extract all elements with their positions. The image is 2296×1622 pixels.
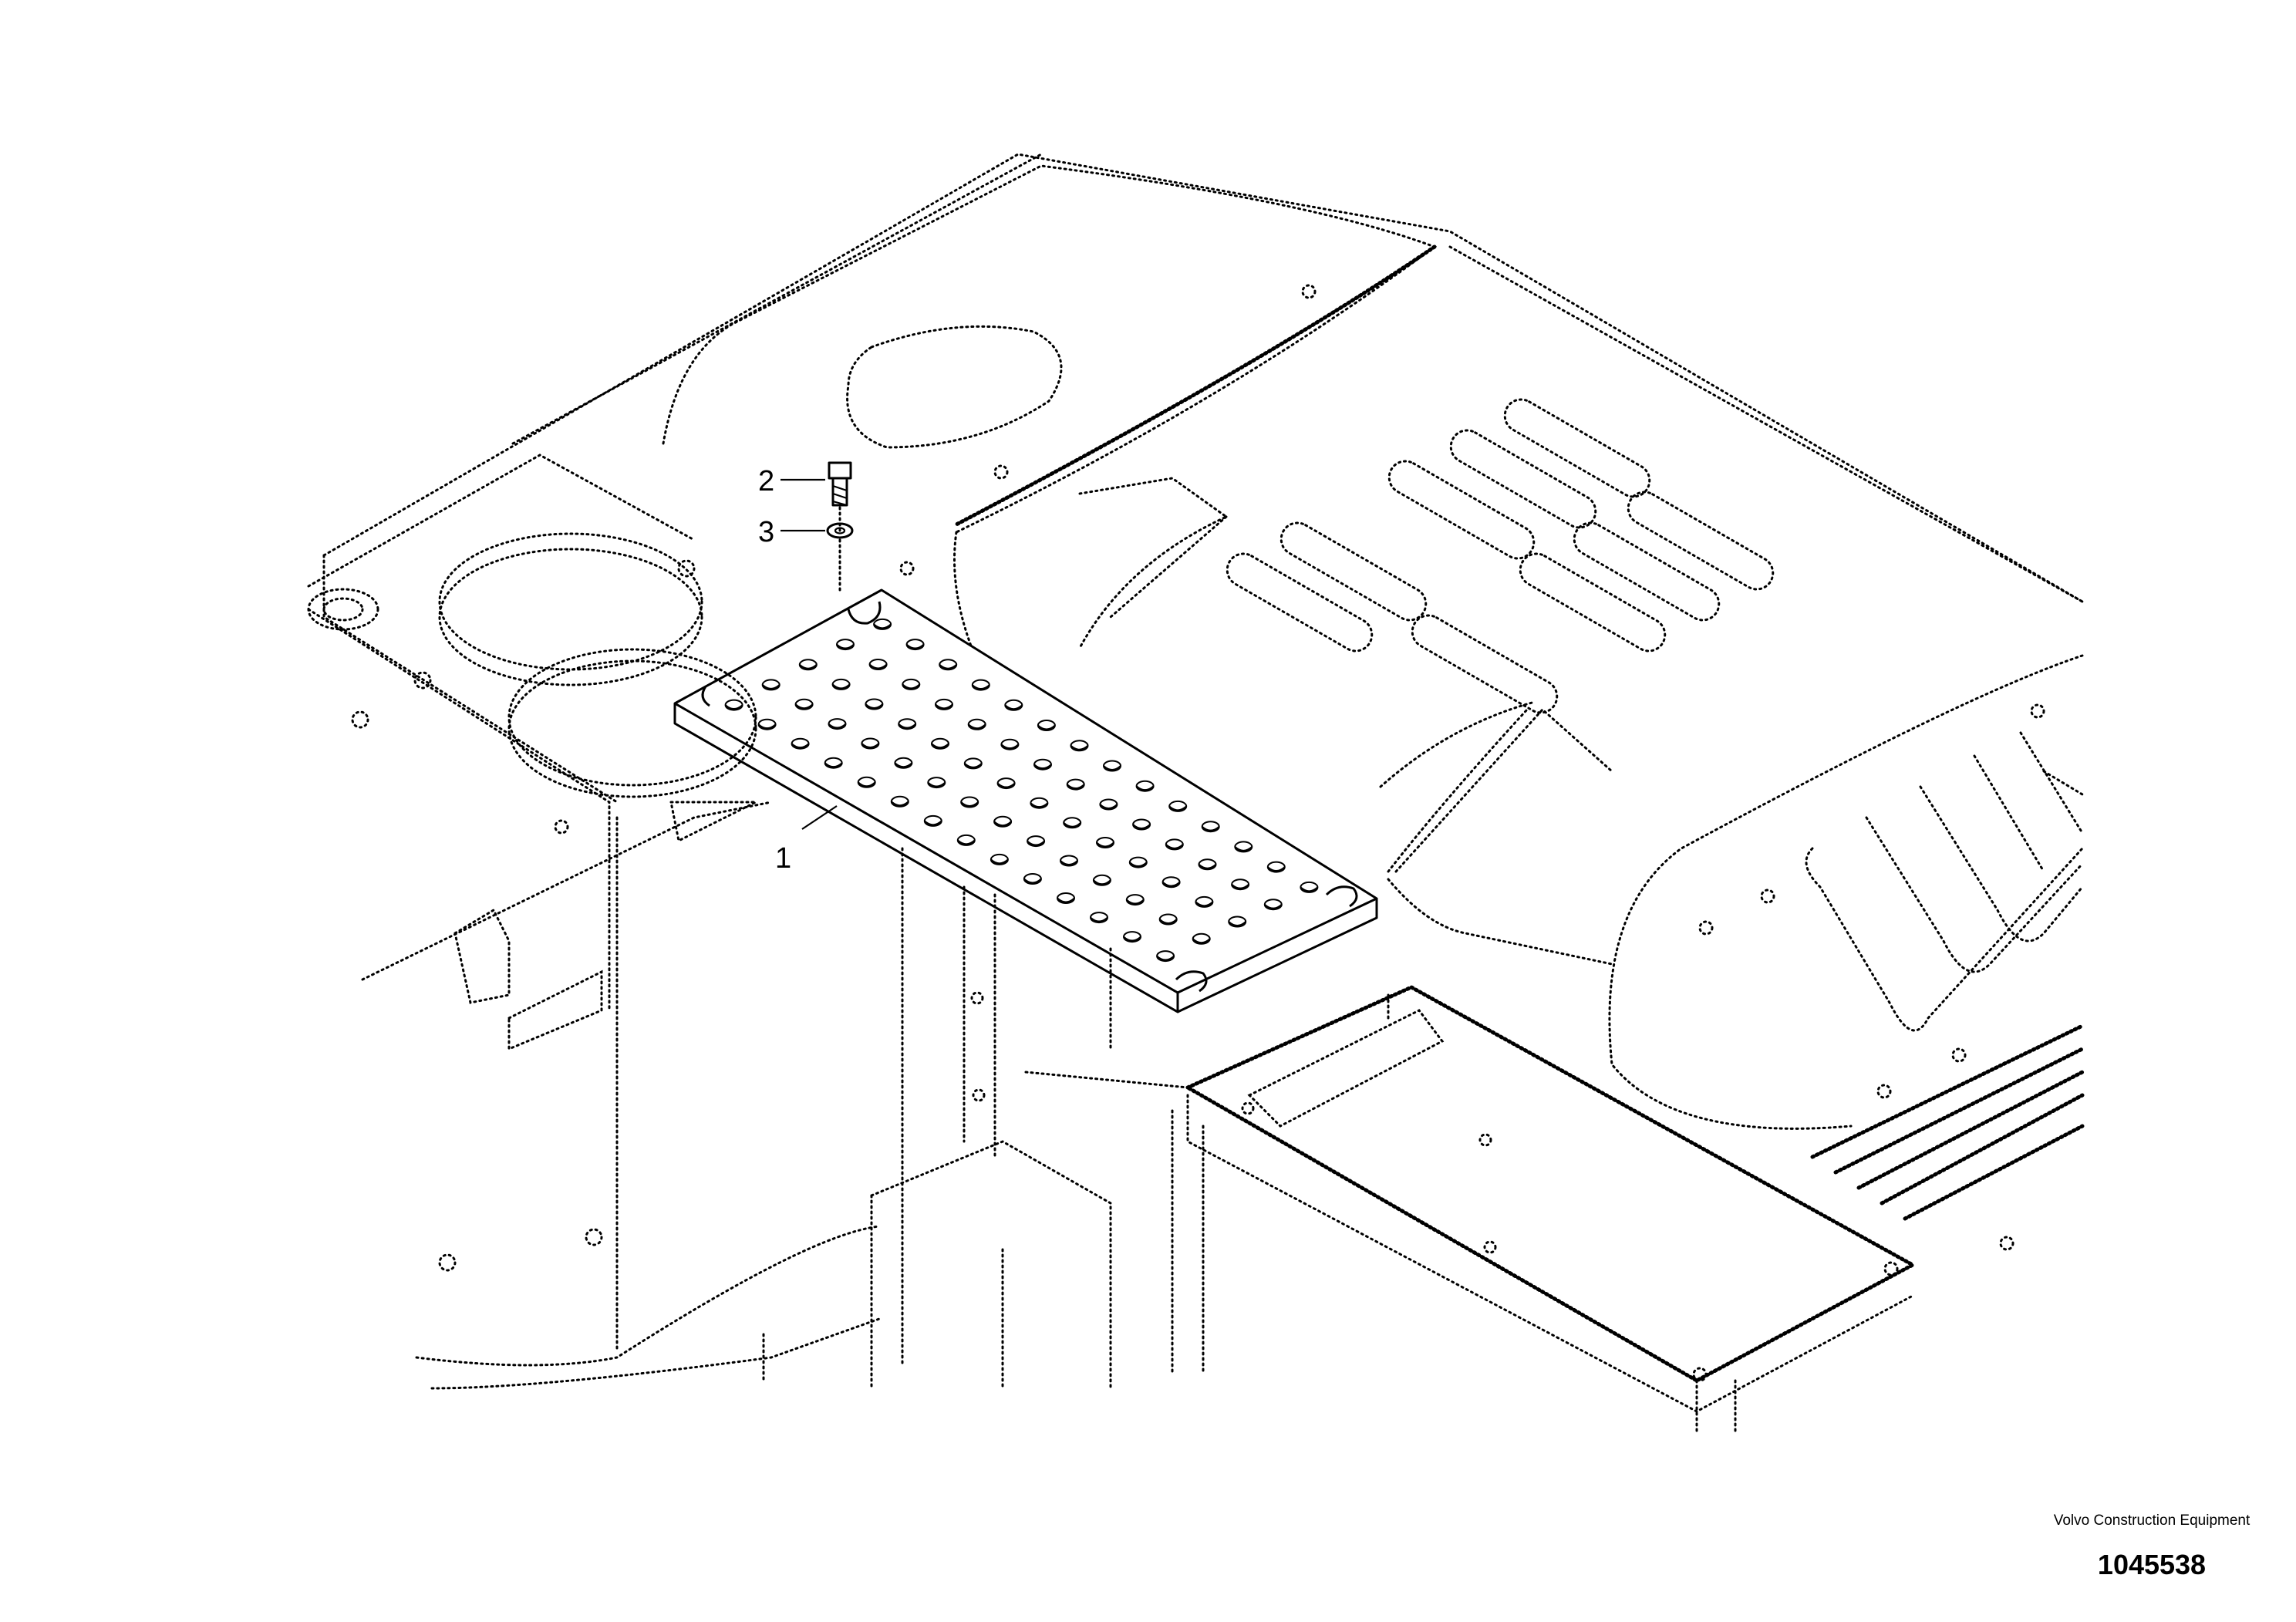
perforation-hole-rim xyxy=(1156,955,1175,961)
perforation-hole-rim xyxy=(1135,785,1155,791)
perforation-hole-rim xyxy=(1264,903,1283,909)
perforation-hole-rim xyxy=(724,704,743,710)
perforation-hole-rim xyxy=(873,623,892,629)
perforation-hole-rim xyxy=(1300,886,1319,892)
perforation-hole-rim xyxy=(757,723,777,730)
callout-1-label: 1 xyxy=(775,842,791,875)
perforation-hole-rim xyxy=(1004,704,1023,710)
perforation-hole-rim xyxy=(858,781,876,787)
perforation-hole-rim xyxy=(1067,784,1085,790)
perforation-hole-rim xyxy=(1159,919,1178,924)
perforation-hole-rim xyxy=(1090,916,1108,922)
perforation-hole-rim xyxy=(1030,802,1049,808)
step-plate xyxy=(673,588,1378,1013)
callout-3-label: 3 xyxy=(758,516,774,548)
perforation-hole-rim xyxy=(865,703,884,709)
perforation-hole-rim xyxy=(1267,866,1286,872)
right-platform xyxy=(1024,985,2085,1436)
perforation-hole-rim xyxy=(1165,844,1184,849)
perforation-hole-rim xyxy=(1231,883,1249,889)
perforation-hole-rim xyxy=(996,782,1016,788)
perforation-hole-rim xyxy=(828,723,847,729)
bolt-heads xyxy=(351,284,2045,1382)
side-louvres xyxy=(1805,731,2084,1032)
perforation-hole-rim xyxy=(1000,744,1020,750)
perforation-hole-rim xyxy=(836,643,855,649)
perforation-hole-rim xyxy=(868,663,888,669)
perforation-hole-rim xyxy=(1195,901,1214,907)
perforation-hole-rim xyxy=(964,763,983,768)
perforation-hole-rim xyxy=(924,820,942,826)
perforation-hole-rim xyxy=(1070,745,1089,750)
perforation-hole-rim xyxy=(905,643,925,649)
perforation-hole-rim xyxy=(1168,805,1187,811)
perforation-hole-rim xyxy=(972,684,990,690)
perforation-hole-rim xyxy=(762,684,781,690)
perforation-hole-rim xyxy=(1057,897,1075,903)
bolt xyxy=(828,461,852,534)
perforation-hole-rim xyxy=(931,743,949,749)
perforation-hole-rim xyxy=(993,821,1012,827)
callout-1: 1 xyxy=(775,805,838,875)
perforation-hole-rim xyxy=(1129,862,1148,868)
perforation-hole-rim xyxy=(1027,840,1045,846)
perforation-hole-rim xyxy=(1228,921,1246,926)
perforation-hole-rim xyxy=(1063,822,1081,828)
perforation-hole-rim xyxy=(957,839,976,845)
callout-2-label: 2 xyxy=(758,465,774,497)
perforation-hole-rim xyxy=(1099,804,1118,809)
perforation-hole-rim xyxy=(939,664,957,669)
perforation-hole-rim xyxy=(831,683,851,690)
perforation-hole-rim xyxy=(960,801,979,807)
perforation-hole-rim xyxy=(791,743,810,749)
perforation-hole-rim xyxy=(1132,824,1151,829)
washer xyxy=(826,522,854,595)
perforation-hole-rim xyxy=(1037,724,1056,730)
perforation-hole-rim xyxy=(1234,846,1253,851)
callout-2: 2 xyxy=(758,465,825,497)
document-number: 1045538 xyxy=(2097,1549,2207,1580)
perforation-hole-rim xyxy=(794,703,814,710)
perforation-hole-rim xyxy=(1123,936,1141,942)
perforation-hole-rim xyxy=(894,762,913,768)
plate-perforations xyxy=(724,618,1319,963)
perforation-hole-rim xyxy=(1192,938,1211,944)
perforation-hole-rim xyxy=(898,723,916,729)
frame-structure xyxy=(415,816,1205,1390)
perforation-hole-rim xyxy=(1033,764,1052,770)
perforation-hole-rim xyxy=(824,762,843,768)
perforation-hole-rim xyxy=(1126,899,1145,905)
perforation-hole-rim xyxy=(990,858,1009,865)
perforation-hole-rim xyxy=(935,703,953,710)
perforation-hole-rim xyxy=(891,801,909,807)
perforation-hole-rim xyxy=(1103,765,1121,771)
callout-3: 3 xyxy=(758,516,825,548)
perforation-hole-rim xyxy=(927,781,946,787)
perforation-hole-rim xyxy=(968,723,986,730)
perforation-hole-rim xyxy=(1198,864,1217,869)
engine-hood-outline xyxy=(322,153,2084,1130)
perforation-hole-rim xyxy=(1202,825,1220,831)
manufacturer-name: Volvo Construction Equipment xyxy=(2053,1512,2250,1529)
perforation-hole-rim xyxy=(1060,860,1078,865)
perforation-hole-rim xyxy=(1096,841,1114,848)
perforation-hole-rim xyxy=(1093,879,1111,885)
hood-vent-slots xyxy=(1226,398,1775,714)
perforation-hole-rim xyxy=(1161,881,1181,887)
perforation-hole-rim xyxy=(861,743,880,748)
perforation-hole-rim xyxy=(1023,878,1042,884)
perforation-hole-rim xyxy=(799,664,818,669)
perforation-hole-rim xyxy=(902,683,920,690)
left-deck xyxy=(307,454,773,1051)
